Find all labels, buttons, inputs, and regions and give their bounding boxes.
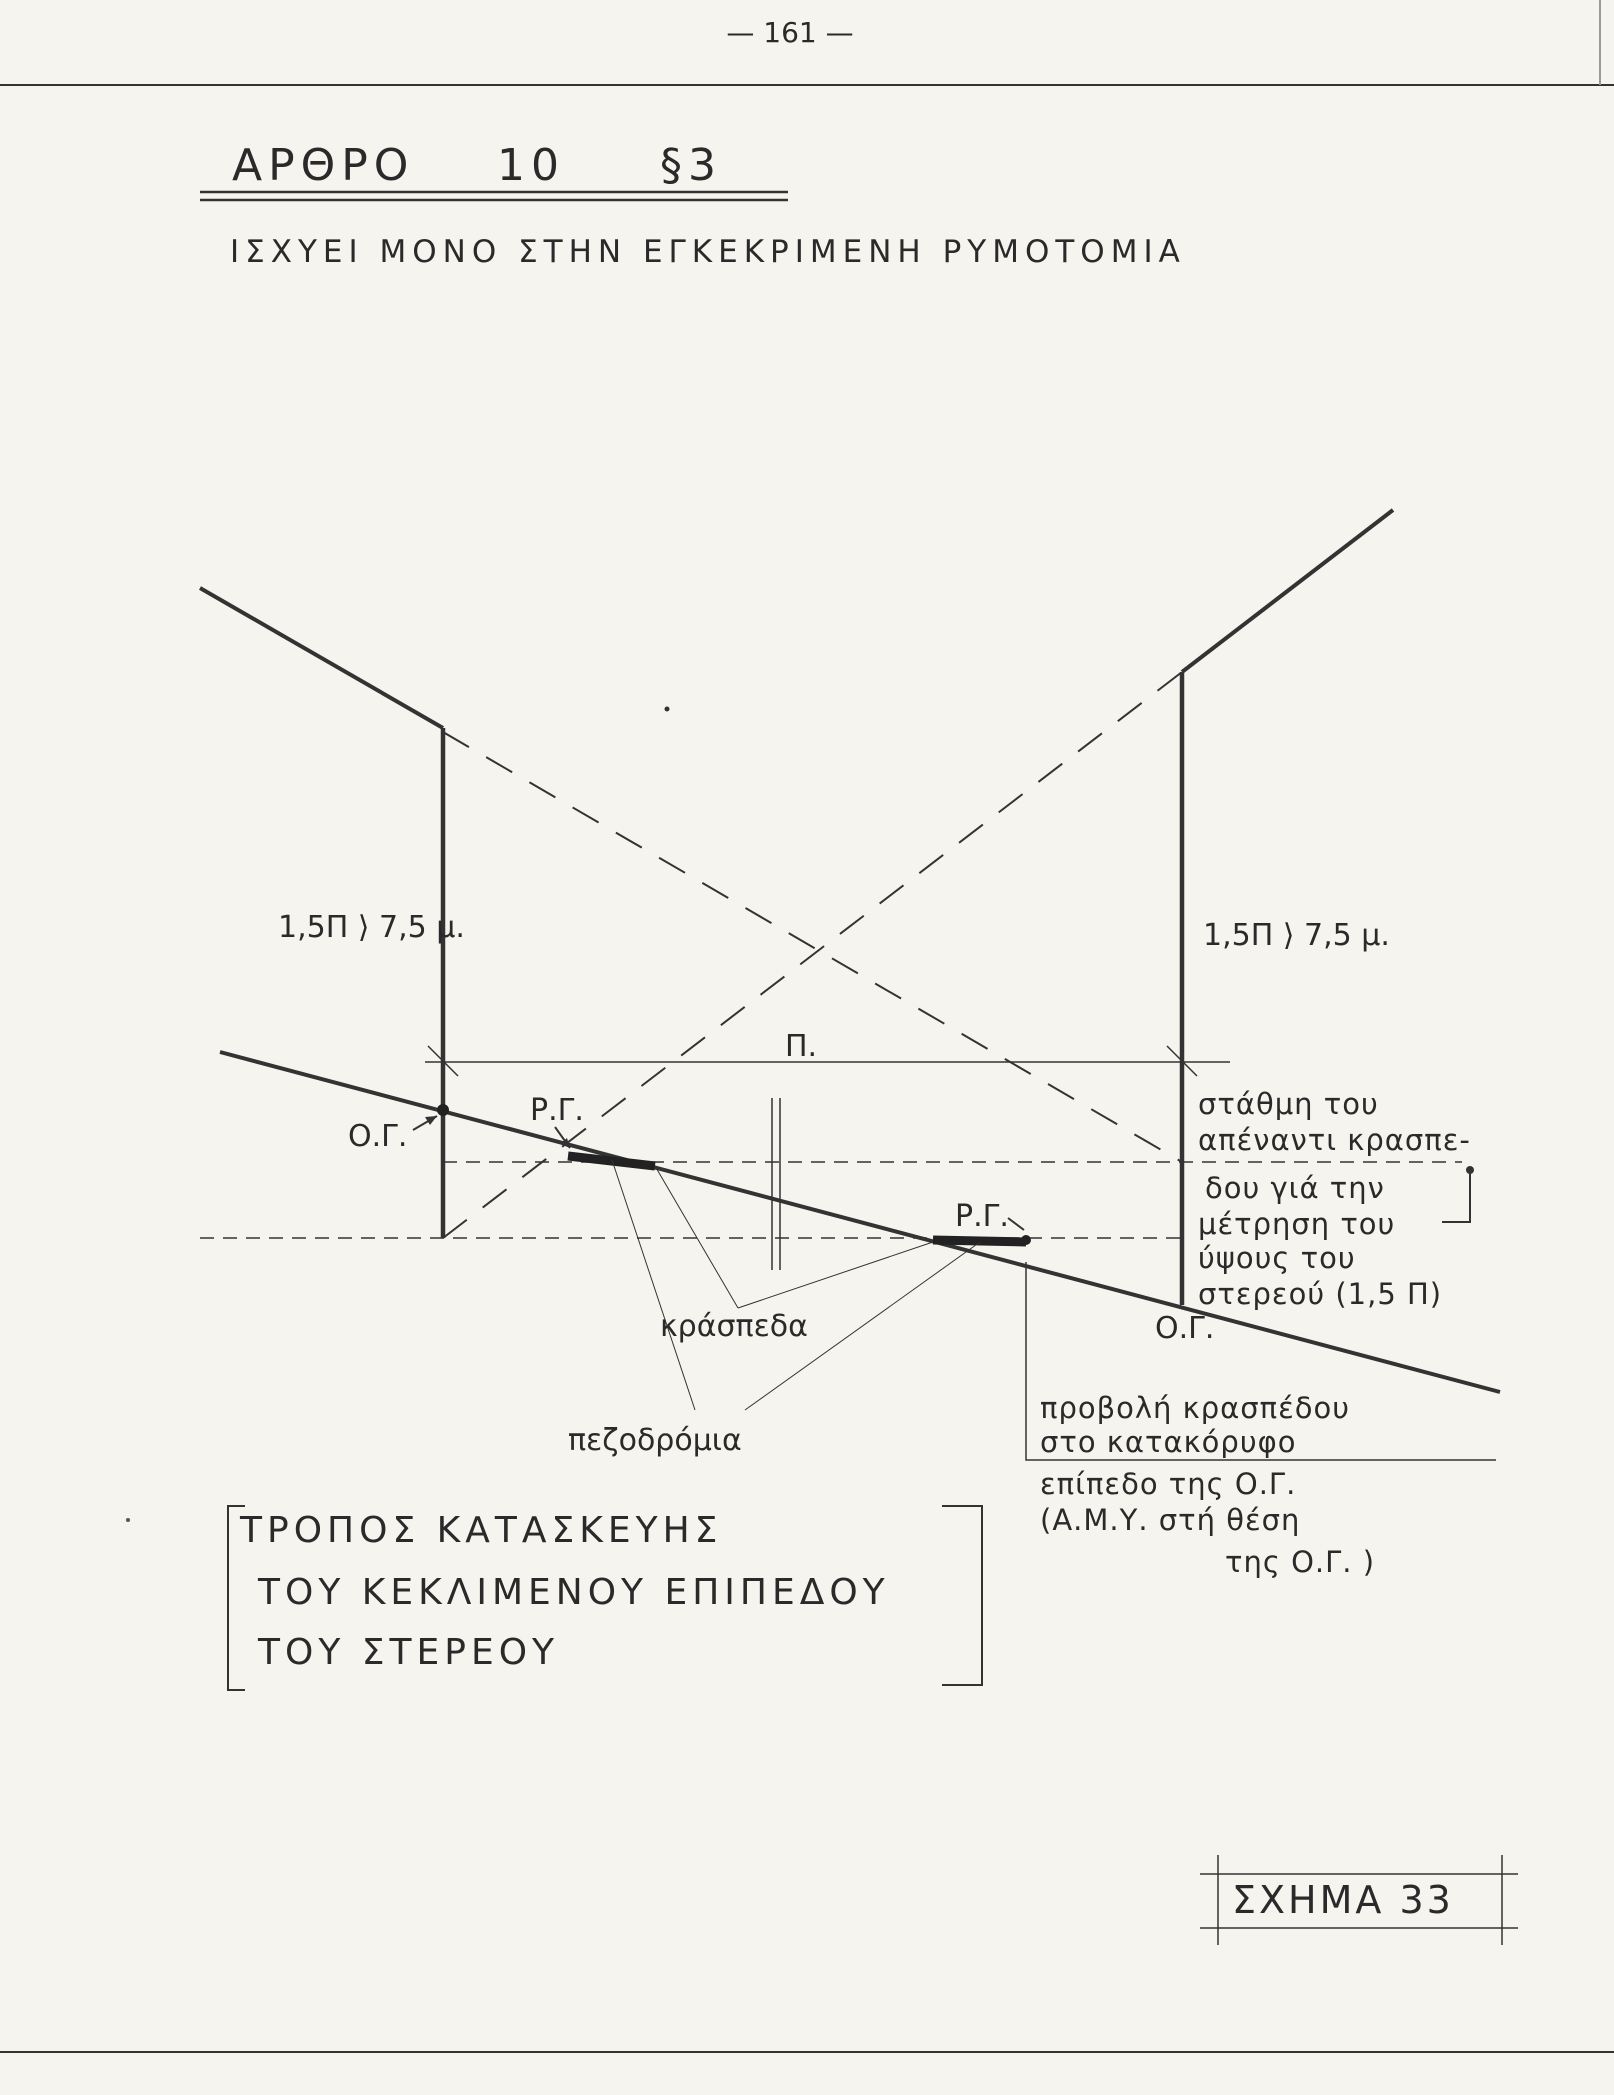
og-left-arrowhead [425,1116,437,1125]
level-note-bracket [1442,1170,1471,1223]
dashed-plane-left-to-right [442,731,1183,1163]
street-width-tick-left [427,1045,459,1077]
level-note-line: στάθμη του [1198,1087,1379,1121]
level-note-bracket-dot [1466,1166,1474,1174]
level-note-line: δου γιά την [1205,1171,1385,1205]
left-roof-line [199,586,444,730]
caption-bracket-right [942,1505,983,1686]
caption-line: ΤΡΟΠΟΣ ΚΑΤΑΣΚΕΥΗΣ [239,1510,722,1551]
height-label-right: 1,5Π ⟩ 7,5 μ. [1203,918,1390,953]
street-width-label: Π. [785,1029,817,1064]
caption-bracket-left [227,1505,245,1691]
rg-right-point [1021,1235,1031,1245]
ground-slope-line [219,1050,1501,1394]
height-label-left: 1,5Π ⟩ 7,5 μ. [278,910,465,945]
rg-left-arrowhead [560,1138,570,1148]
rg-left-label: Ρ.Γ. [530,1093,584,1128]
curb-leader-2 [737,1241,934,1309]
projection-note-line: (Α.Μ.Υ. στή θέση [1040,1503,1300,1537]
right-roof-line [1180,508,1395,674]
level-note-line: στερεού (1,5 Π) [1198,1277,1442,1311]
stray-dot [664,706,670,712]
projection-note: προβολή κρασπέδου στο κατακόρυφο επίπεδο… [1040,1391,1375,1579]
projection-note-line: προβολή κρασπέδου [1040,1391,1350,1425]
section-number: §3 [660,140,722,191]
sidewalks-label: πεζοδρόμια [568,1423,742,1458]
caption-line: ΤΟΥ ΣΤΕΡΕΟΥ [257,1632,559,1673]
curbs-label: κράσπεδα [660,1309,808,1344]
projection-note-line: στο κατακόρυφο [1040,1425,1296,1459]
street-width-tick-right [1166,1045,1198,1077]
projection-note-line: επίπεδο της Ο.Γ. [1040,1467,1296,1501]
dashed-plane-right-to-left [442,671,1183,1239]
og-right-label: Ο.Γ. [1155,1311,1214,1346]
og-left-point [437,1104,449,1116]
right-sidewalk [932,1235,1027,1247]
projection-leader [1025,1262,1496,1461]
level-note-line: μέτρηση του [1198,1207,1395,1241]
sidewalk-leader-2 [744,1241,981,1411]
og-left-label: Ο.Γ. [348,1119,407,1154]
figure-label-box: ΣΧΗΜΑ 33 [1200,1855,1518,1945]
caption-line: ΤΟΥ ΚΕΚΛΙΜΕΝΟΥ ΕΠΙΠΕΔΟΥ [257,1572,890,1613]
level-note-line: ύψους του [1198,1241,1356,1275]
level-note-line: απέναντι κρασπε- [1198,1123,1471,1157]
subtitle: ΙΣΧΥΕΙ ΜΟΝΟ ΣΤΗΝ ΕΓΚΕΚΡΙΜΕΝΗ ΡΥΜΟΤΟΜΙΑ [230,234,1186,270]
article-number: 10 [497,140,565,191]
article-heading: ΑΡΘΡΟ [232,140,414,191]
level-note: στάθμη του απέναντι κρασπε- δου γιά την … [1198,1087,1471,1311]
left-sidewalk [567,1151,656,1171]
page-number: — 161 — [726,16,853,49]
sidewalk-leader-1 [611,1159,696,1411]
curb-leader-1 [654,1165,739,1309]
stray-dot-left [126,1518,130,1522]
rg-right-arrow [1007,1217,1025,1231]
projection-note-line: της Ο.Γ. ) [1225,1545,1375,1579]
rg-right-label: Ρ.Γ. [955,1199,1009,1234]
figure-label: ΣΧΗΜΑ 33 [1232,1878,1454,1922]
